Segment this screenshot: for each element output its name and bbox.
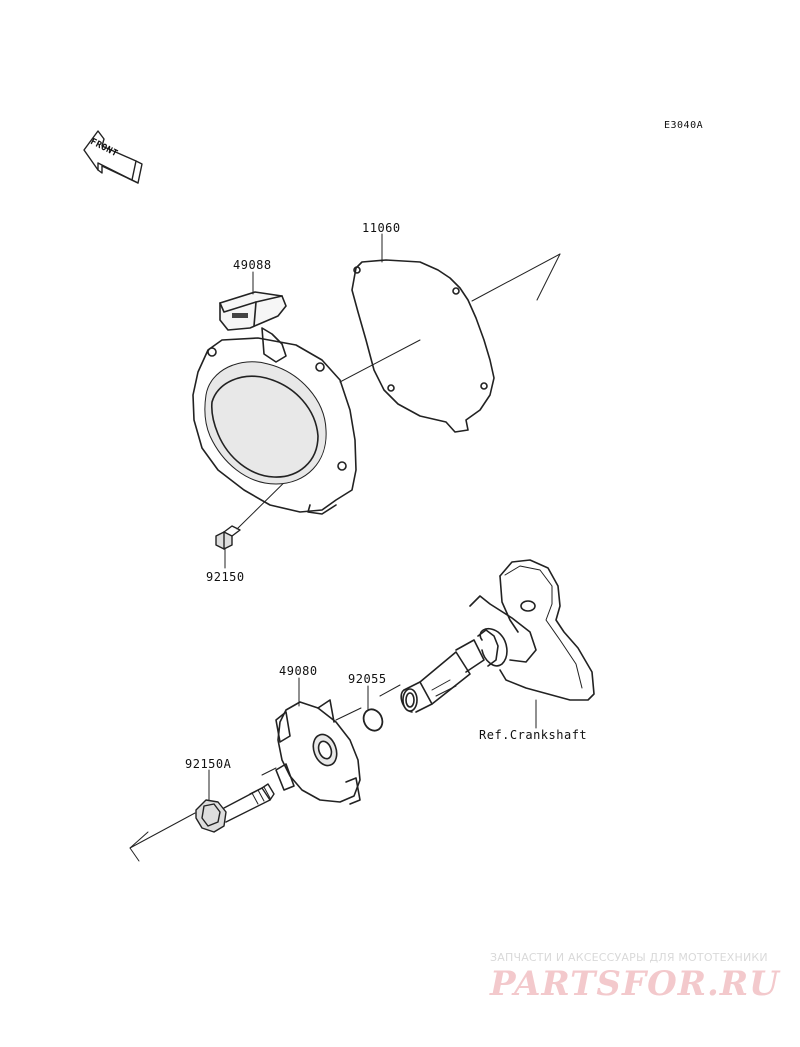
bolt-92150A bbox=[195, 783, 275, 833]
bolt-92150 bbox=[215, 525, 241, 550]
gasket-11060 bbox=[351, 259, 495, 433]
part-label-49088[interactable]: 49088 bbox=[233, 258, 272, 272]
part-label-11060[interactable]: 11060 bbox=[362, 221, 401, 235]
ref-crankshaft-label: Ref.Crankshaft bbox=[479, 728, 588, 742]
o-ring-92055 bbox=[362, 708, 384, 732]
watermark-tagline: ЗАПЧАСТИ И АКСЕССУАРЫ ДЛЯ МОТОТЕХНИКИ bbox=[490, 951, 768, 964]
starter-pulley-49080 bbox=[275, 699, 361, 805]
leader-lines bbox=[208, 233, 537, 801]
part-label-49080[interactable]: 49080 bbox=[279, 664, 318, 678]
diagram-code: E3040A bbox=[664, 120, 704, 131]
part-label-92055[interactable]: 92055 bbox=[348, 672, 387, 686]
part-label-92150A[interactable]: 92150A bbox=[185, 757, 232, 771]
starter-handle bbox=[219, 291, 287, 363]
front-arrow-icon bbox=[83, 130, 143, 184]
watermark-logo: PARTSFOR.RU bbox=[490, 964, 780, 1004]
part-label-92150[interactable]: 92150 bbox=[206, 570, 245, 584]
assembly-axis-lines bbox=[129, 253, 561, 862]
recoil-starter-cover bbox=[192, 337, 357, 515]
crankshaft bbox=[400, 559, 595, 713]
